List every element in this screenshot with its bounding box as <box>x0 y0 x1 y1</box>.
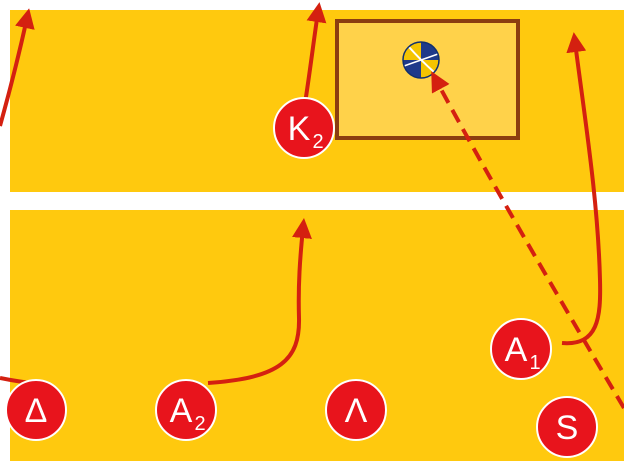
player-subscript: 2 <box>194 413 205 435</box>
player-label: Δ <box>25 392 48 430</box>
player-label: Λ <box>345 392 368 430</box>
player-subscript: 1 <box>529 352 540 374</box>
player-circle <box>5 379 67 441</box>
player-circle <box>490 318 552 380</box>
arrow-a1 <box>561 32 603 346</box>
arrow-a2 <box>207 218 312 385</box>
player-circle <box>325 379 387 441</box>
player-circle <box>155 379 217 441</box>
arrow-set <box>431 71 624 410</box>
player-lambda: Λ <box>325 379 387 441</box>
player-label: S <box>556 409 579 447</box>
player-delta: Δ <box>5 379 67 441</box>
player-circle <box>273 97 335 159</box>
player-label: A <box>170 392 193 430</box>
left-sideline <box>0 0 10 461</box>
player-subscript: 2 <box>312 131 323 153</box>
player-label: A <box>505 331 528 369</box>
player-circle <box>536 396 598 458</box>
top-line <box>10 0 624 10</box>
net-line <box>10 192 624 210</box>
player-label: K <box>288 110 311 148</box>
volleyball-icon <box>402 41 440 79</box>
player-s: S <box>536 396 598 458</box>
target-zone <box>335 19 520 140</box>
arrow-delta <box>0 8 35 127</box>
